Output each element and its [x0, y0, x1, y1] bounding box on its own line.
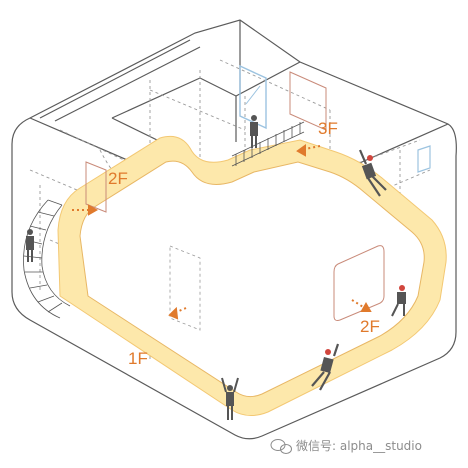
label-2f-right: 2F: [360, 317, 380, 336]
side-window: [418, 146, 430, 172]
label-2f-left: 2F: [108, 169, 128, 188]
figure-3f-standing: [250, 115, 258, 148]
label-1f: 1F: [128, 349, 148, 368]
window-glare: [246, 86, 260, 104]
label-3f: 3F: [318, 119, 338, 138]
watermark-text: 微信号: alpha__studio: [296, 439, 422, 453]
ramp: [24, 122, 447, 416]
wechat-icon: [271, 440, 292, 454]
watermark: 微信号: alpha__studio: [271, 439, 422, 454]
